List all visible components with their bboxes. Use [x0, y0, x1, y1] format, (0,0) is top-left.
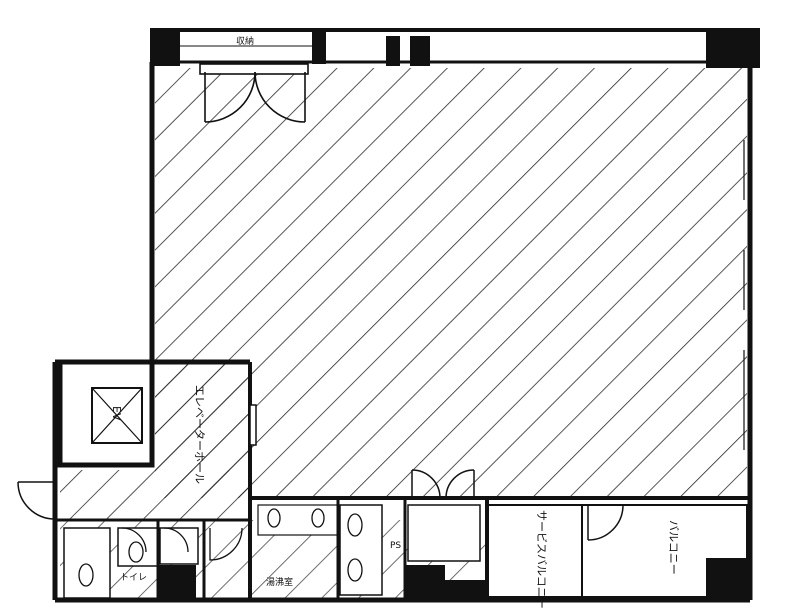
pipe-shaft-label: PS: [390, 541, 401, 551]
toilet-left-label: トイレ: [120, 573, 147, 583]
corridor-hatched: [60, 470, 250, 520]
elevator-label: EV: [110, 406, 123, 421]
balcony-door: [587, 504, 624, 541]
service-balcony: [486, 504, 583, 598]
left-exterior-door: [17, 481, 56, 520]
elevator-hall-label: エレベーターホール: [193, 385, 206, 484]
toilet-fixtures: [78, 508, 363, 587]
entrance-double-door: [199, 63, 309, 123]
tea-kitchen-label: 湯沸室: [266, 576, 293, 588]
balcony-label: バルコニー: [667, 520, 680, 575]
structural-columns: [150, 28, 760, 600]
office-lower-door: [411, 469, 475, 499]
service-balcony-label: サービスバルコニー: [535, 510, 548, 609]
top-storage-label: 収納: [236, 35, 254, 47]
lower-zone-doors: [121, 527, 243, 561]
elevator-hall-door: [249, 404, 257, 446]
